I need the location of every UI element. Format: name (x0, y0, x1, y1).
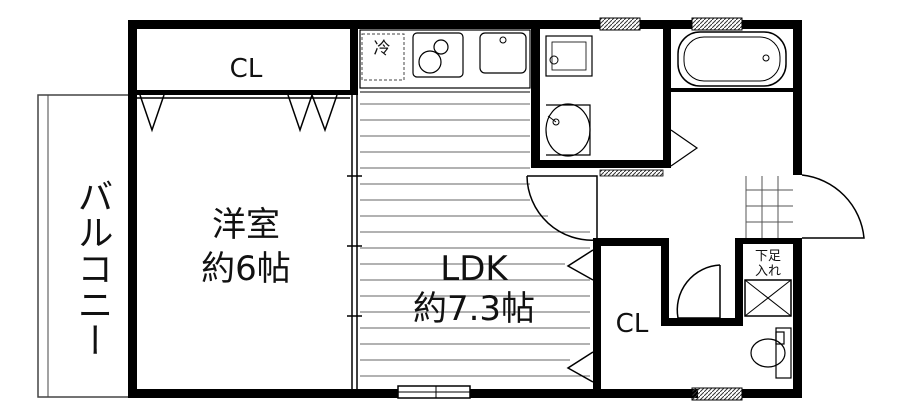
closet-right-door (566, 249, 594, 383)
entrance-step (745, 176, 793, 238)
fridge-label: 冷 (374, 39, 391, 59)
washroom (545, 35, 593, 157)
partition-western-ldk (347, 95, 362, 389)
doors (526, 174, 865, 319)
kitchen (359, 29, 531, 93)
bathroom (670, 31, 787, 167)
closet-right-label: CL (616, 309, 649, 339)
shoe-storage (744, 279, 792, 317)
windows (397, 17, 743, 401)
closet-top-label: CL (230, 54, 263, 84)
closet-folding-door (137, 92, 350, 133)
shoe-storage-label-1: 下足 (755, 249, 781, 264)
walls (128, 20, 802, 398)
toilet (750, 327, 792, 379)
ldk-size: 約7.3帖 (413, 289, 535, 329)
balcony-label: バルコニー (72, 178, 113, 358)
ldk-name: LDK (440, 249, 509, 289)
ldk-flooring (360, 103, 590, 377)
shoe-storage-label-2: 入れ (755, 264, 781, 279)
balcony-sliding-door (130, 95, 137, 330)
western-room-name: 洋室 (212, 205, 280, 245)
western-room-size: 約6帖 (201, 249, 291, 289)
